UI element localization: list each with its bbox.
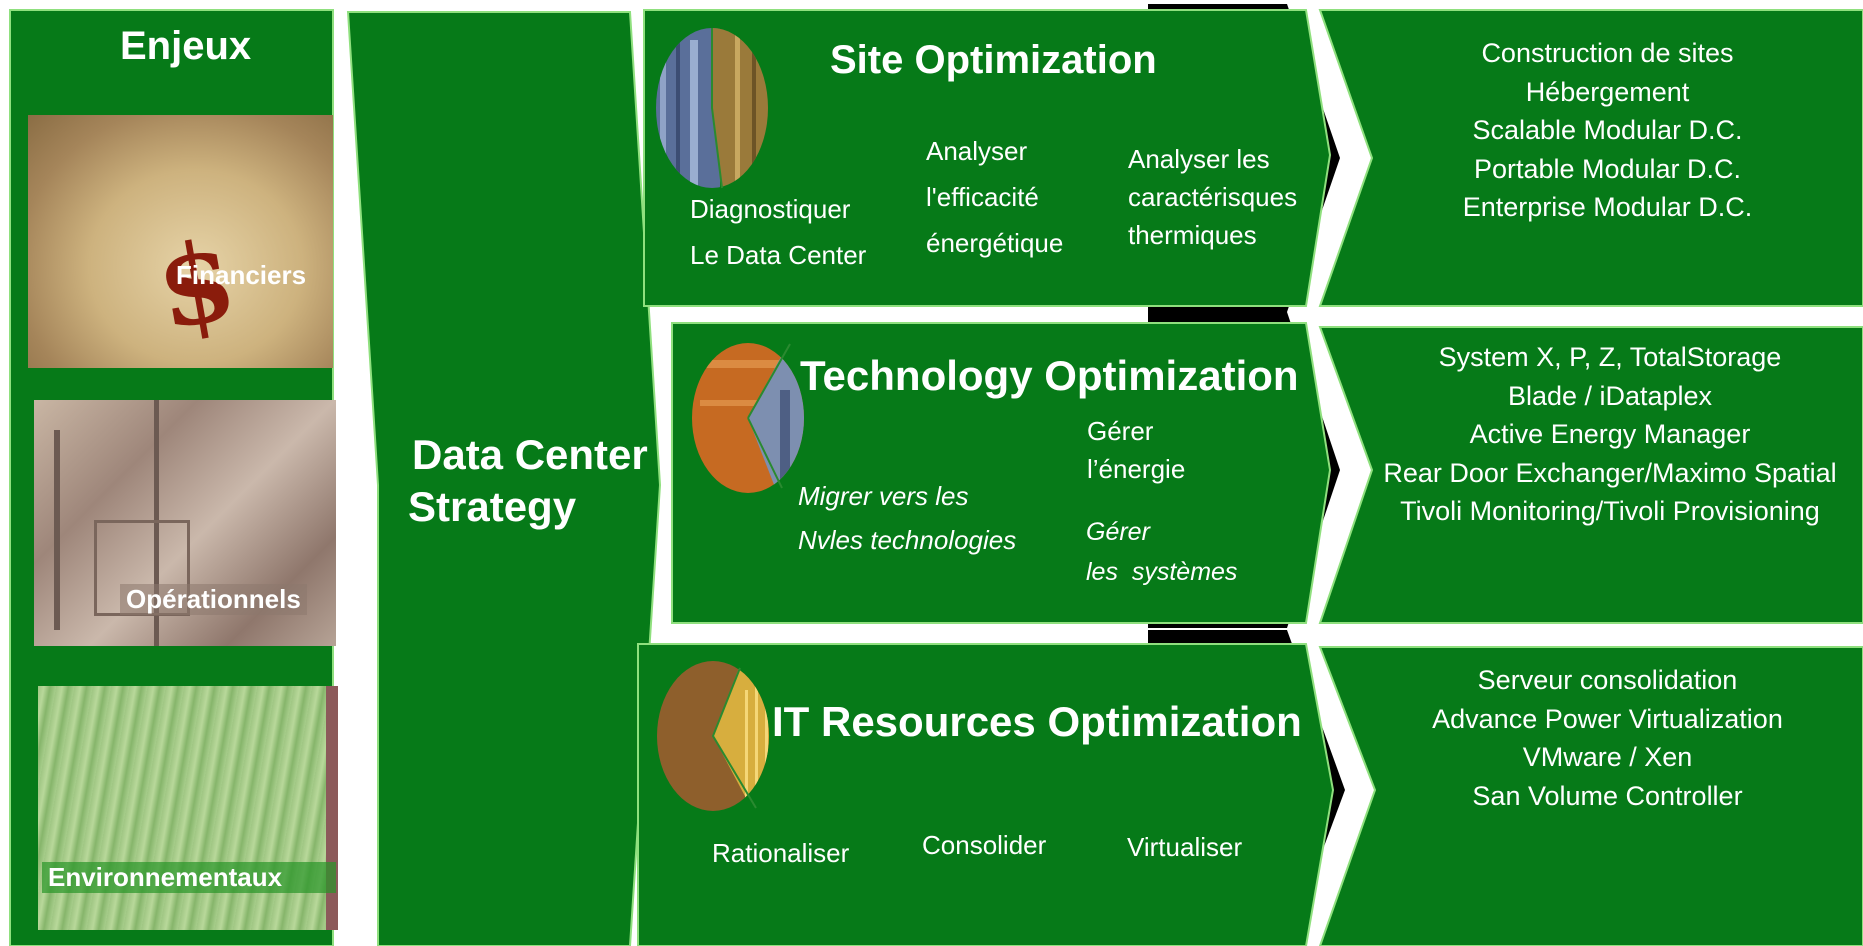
strategy-title-line1: Data Center	[412, 431, 648, 478]
environnementaux-label: Environnementaux	[42, 862, 336, 893]
it-resources-optimization-title: IT Resources Optimization	[772, 698, 1302, 745]
tech-action-gerer-energie: Gérer l’énergie	[1087, 416, 1186, 484]
site-action-analyser-thermiques: Analyser les caractérisques thermiques	[1128, 144, 1298, 250]
strategy-chevron	[346, 11, 662, 946]
tech-offerings-list: System X, P, Z, TotalStorage Blade / iDa…	[1383, 342, 1837, 526]
site-action-diagnostiquer: Diagnostiquer Le Data Center	[690, 194, 867, 270]
financiers-image: $	[28, 115, 333, 368]
environnementaux-image	[38, 686, 338, 930]
enjeux-title: Enjeux	[120, 24, 252, 68]
site-offer-chevron	[1318, 9, 1863, 307]
tech-action-migrer: Migrer vers les Nvles technologies	[798, 481, 1017, 555]
tech-action-gerer-systemes: Gérer les systèmes	[1086, 518, 1238, 586]
it-action-rationaliser: Rationaliser	[712, 838, 850, 868]
operationnels-label: Opérationnels	[120, 584, 307, 615]
site-action-analyser-efficacite: Analyser l'efficacité énergétique	[926, 136, 1064, 258]
strategy-title-line2: Strategy	[408, 483, 577, 530]
tech-row-chevron	[671, 322, 1332, 624]
tech-offer-chevron	[1318, 326, 1863, 624]
it-row-chevron	[637, 643, 1335, 946]
it-offerings-list: Serveur consolidation Advance Power Virt…	[1432, 665, 1783, 811]
site-offerings-list: Construction de sites Hébergement Scalab…	[1462, 38, 1753, 222]
it-action-virtualiser: Virtualiser	[1127, 832, 1243, 862]
technology-optimization-title: Technology Optimization	[800, 352, 1299, 399]
it-offer-chevron	[1318, 646, 1863, 946]
it-action-consolider: Consolider	[922, 830, 1047, 860]
site-optimization-title: Site Optimization	[830, 38, 1157, 82]
financiers-label: Financiers	[176, 260, 307, 290]
site-row-chevron	[643, 9, 1332, 307]
